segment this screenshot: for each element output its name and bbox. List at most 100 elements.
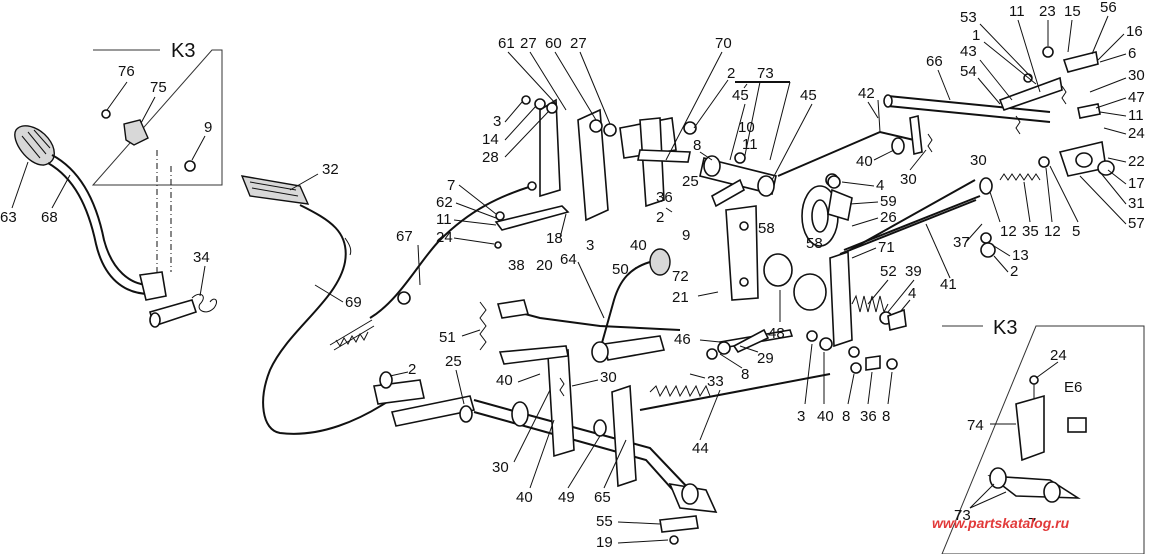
callout-13: 13	[1012, 247, 1029, 264]
callout-71: 71	[878, 239, 895, 256]
callout-60: 60	[545, 35, 562, 52]
callout-11c: 11	[1009, 3, 1025, 20]
callout-12b: 12	[1044, 223, 1061, 240]
callout-3c: 3	[797, 408, 805, 425]
callout-14: 14	[482, 131, 499, 148]
callout-28: 28	[482, 149, 499, 166]
callout-64: 64	[560, 251, 577, 268]
callout-8a: 8	[693, 137, 701, 154]
lower-shaft-assembly: 51 2 25 40 30 44 30 40 49 65 55 19	[373, 299, 831, 551]
callout-66: 66	[926, 53, 943, 70]
callout-39: 39	[905, 263, 922, 280]
callout-69: 69	[345, 294, 362, 311]
callout-2: 2	[727, 65, 735, 82]
callout-38: 38	[508, 257, 525, 274]
callout-47: 47	[1128, 89, 1145, 106]
callout-11: 11	[436, 211, 452, 228]
callout-24: 24	[436, 229, 453, 246]
callout-3: 3	[493, 113, 501, 130]
callout-3b: 3	[586, 237, 594, 254]
callout-36a: 36	[656, 189, 673, 206]
callout-68: 68	[41, 209, 58, 226]
callout-61: 61	[498, 35, 515, 52]
callout-37: 37	[953, 234, 970, 251]
callout-41: 41	[940, 276, 957, 293]
callout-52: 52	[880, 263, 897, 280]
callout-11d: 11	[1128, 107, 1144, 124]
callout-8b: 8	[741, 366, 749, 383]
callout-7-inset: 7	[1028, 515, 1036, 532]
inset-k3-top-left: K3 76 75 9	[91, 40, 223, 186]
callout-42: 42	[858, 85, 875, 102]
callout-63: 63	[0, 209, 17, 226]
callout-25b: 25	[445, 353, 462, 370]
callout-75: 75	[150, 79, 167, 96]
callout-29: 29	[757, 350, 774, 367]
pedal-assembly-left: 63 68 34	[0, 125, 217, 328]
lower-right-hardware: 29 8 33 3 40 8 36 8	[649, 328, 898, 425]
callout-34: 34	[193, 249, 210, 266]
callout-40c: 40	[817, 408, 834, 425]
callout-11b: 11	[742, 136, 758, 153]
callout-9: 9	[204, 119, 212, 136]
callout-5: 5	[1072, 223, 1080, 240]
callout-25: 25	[682, 173, 699, 190]
throttle-cable: 32 69 67	[240, 161, 537, 435]
callout-30a: 30	[900, 171, 917, 188]
callout-73: 73	[757, 65, 774, 82]
callout-27b: 27	[570, 35, 587, 52]
callout-30e: 30	[492, 459, 509, 476]
center-components: 73 45 45 10 11 8 25 36 2 40 3 18 9 38 20…	[508, 65, 981, 361]
callout-44: 44	[692, 440, 709, 457]
callout-49: 49	[558, 489, 575, 506]
callout-15: 15	[1064, 3, 1081, 20]
callout-55: 55	[596, 513, 613, 530]
callout-10: 10	[738, 119, 755, 136]
callout-74: 74	[967, 417, 984, 434]
callout-73-inset: 73	[954, 507, 971, 524]
callout-8d: 8	[882, 408, 890, 425]
callout-4a: 4	[876, 177, 884, 194]
top-right-linkage: 53 1 43 54 11 23 15 56 16 6 66 30 47 11 …	[849, 0, 1145, 251]
callout-30b: 30	[1128, 67, 1145, 84]
inset-top-title: K3	[171, 40, 195, 62]
callout-27: 27	[520, 35, 537, 52]
inset-k3-bottom-right: K3 24 E6 74 73 7	[941, 317, 1145, 554]
callout-16: 16	[1126, 23, 1143, 40]
callout-48: 48	[768, 325, 785, 342]
callout-36b: 36	[860, 408, 877, 425]
callout-53: 53	[960, 9, 977, 26]
callout-40b: 40	[856, 153, 873, 170]
callout-26: 26	[880, 209, 897, 226]
callout-43: 43	[960, 43, 977, 60]
callout-31: 31	[1128, 195, 1145, 212]
callout-51: 51	[439, 329, 456, 346]
callout-50: 50	[612, 261, 629, 278]
callout-62: 62	[436, 194, 453, 211]
callout-57: 57	[1128, 215, 1145, 232]
callout-21: 21	[672, 289, 689, 306]
link-plate: 7 62 11 24	[436, 177, 570, 249]
callout-45a: 45	[732, 87, 749, 104]
springs-right: 52 39 4	[851, 263, 922, 331]
callout-4b: 4	[908, 285, 916, 302]
inset-bottom-title: K3	[993, 317, 1017, 339]
callout-22: 22	[1128, 153, 1145, 170]
callout-45b: 45	[800, 87, 817, 104]
callout-70: 70	[715, 35, 732, 52]
callout-58a: 58	[758, 220, 775, 237]
watermark: www.partskatalog.ru	[932, 515, 1070, 531]
callout-35: 35	[1022, 223, 1039, 240]
callout-59: 59	[880, 193, 897, 210]
callout-58b: 58	[806, 235, 823, 252]
callout-54: 54	[960, 63, 977, 80]
upper-bracket: 61 27 60 27 70 2 3 14 28	[482, 35, 735, 222]
callout-9a: 9	[682, 227, 690, 244]
callout-30d: 30	[600, 369, 617, 386]
callout-67: 67	[396, 228, 413, 245]
callout-40a: 40	[630, 237, 647, 254]
callout-20: 20	[536, 257, 553, 274]
callout-24b: 24	[1128, 125, 1145, 142]
callout-40e: 40	[516, 489, 533, 506]
